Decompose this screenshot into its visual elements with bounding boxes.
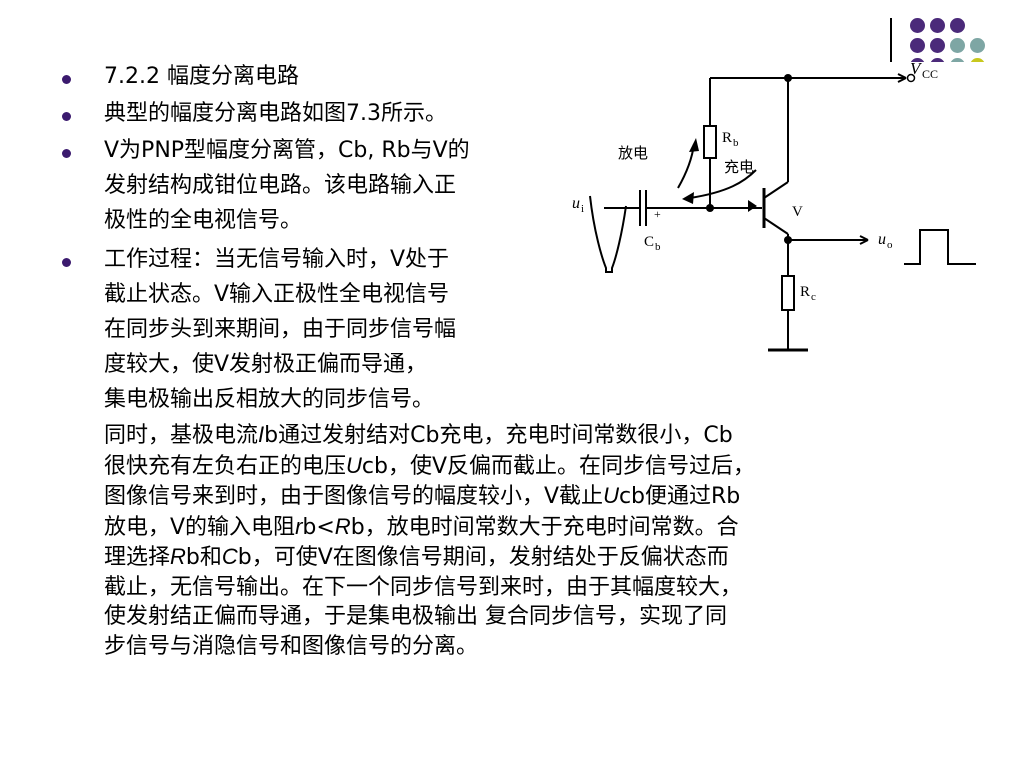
bullet-marker-2 (62, 112, 71, 121)
decor-dot (970, 38, 985, 53)
para-line-4: 放电，V的输入电阻rb<Rb，放电时间常数大于充电时间常数。合 (104, 513, 739, 540)
description-paragraph: 同时，基极电流Ib通过发射结对Cb充电，充电时间常数很小，Cb 很快充有左负右正… (104, 420, 984, 661)
bullet-3-line-2: 发射结构成钳位电路。该电路输入正 (104, 173, 457, 198)
label-rc: R (800, 284, 810, 300)
bullet-4-line-4: 度较大，使V发射极正偏而导通， (104, 352, 428, 377)
para-line-2: 很快充有左负右正的电压Ucb，使V反偏而截止。在同步信号过后， (104, 452, 756, 479)
resistor-rc (781, 275, 795, 311)
bullet-4-line-3: 在同步头到来期间，由于同步信号幅 (104, 317, 457, 342)
junction-base (706, 204, 714, 212)
label-charge: 充电 (724, 158, 754, 176)
bullet-3-line-1: V为PNP型幅度分离管，Cb, Rb与V的 (104, 138, 470, 163)
label-plus: + (654, 207, 661, 221)
label-uo: u (878, 231, 886, 248)
bullet-2-line-1: 典型的幅度分离电路如图7.3所示。 (104, 101, 447, 126)
junction-output (784, 236, 792, 244)
charge-arrow (689, 169, 757, 199)
bullet-4-line-1: 工作过程：当无信号输入时，V处于 (104, 247, 450, 272)
resistor-rb (703, 125, 717, 159)
bullet-1-line-1: 7.2.2 幅度分离电路 (104, 64, 299, 89)
output-pulse (904, 229, 976, 265)
junction-vcc (784, 74, 792, 82)
label-rc-sub: c (811, 291, 816, 303)
label-ui-sub: i (581, 203, 584, 215)
para-line-7: 使发射结正偏而导通，于是集电极输出 复合同步信号，实现了同 (104, 604, 727, 629)
circuit-diagram: V CC R b 充电 放电 V C b + R c u i u o (568, 62, 988, 362)
bullet-4-line-5: 集电极输出反相放大的同步信号。 (104, 387, 435, 412)
bullet-marker-4 (62, 258, 71, 267)
bullet-3-line-3: 极性的全电视信号。 (104, 208, 303, 233)
label-cb-sub: b (655, 241, 661, 253)
para-line-1: 同时，基极电流Ib通过发射结对Cb充电，充电时间常数很小，Cb (104, 422, 733, 448)
discharge-arrowhead (689, 138, 699, 152)
charge-arrowhead (682, 192, 694, 204)
para-line-6: 截止，无信号输出。在下一个同步信号到来时，由于其幅度较大， (104, 574, 743, 600)
para-line-3: 图像信号来到时，由于图像信号的幅度较小，V截止Ucb便通过Rb (104, 483, 741, 509)
decor-dot (950, 18, 965, 33)
decor-dot (930, 18, 945, 33)
label-transistor: V (792, 204, 803, 220)
decor-dot (910, 38, 925, 53)
label-ui: u (572, 195, 580, 212)
bullet-marker-3 (62, 149, 71, 158)
decor-dot (930, 38, 945, 53)
para-line-5: 理选择Rb和Cb，可使V在图像信号期间，发射结处于反偏状态而 (104, 544, 729, 570)
decor-vertical-line (890, 18, 892, 62)
para-line-8: 步信号与消隐信号和图像信号的分离。 (104, 633, 479, 659)
decor-dot (910, 18, 925, 33)
label-rb: R (722, 130, 732, 146)
decor-dot (950, 38, 965, 53)
label-vcc-v: V (910, 62, 923, 78)
bullet-4-line-2: 截止状态。V输入正极性全电视信号 (104, 282, 450, 307)
label-discharge: 放电 (618, 144, 648, 162)
bullet-marker-1 (62, 75, 71, 84)
label-uo-sub: o (887, 239, 893, 251)
input-waveform (589, 195, 627, 273)
label-cb: C (644, 234, 654, 250)
label-vcc-sub: CC (922, 67, 938, 81)
label-rb-sub: b (733, 137, 739, 149)
